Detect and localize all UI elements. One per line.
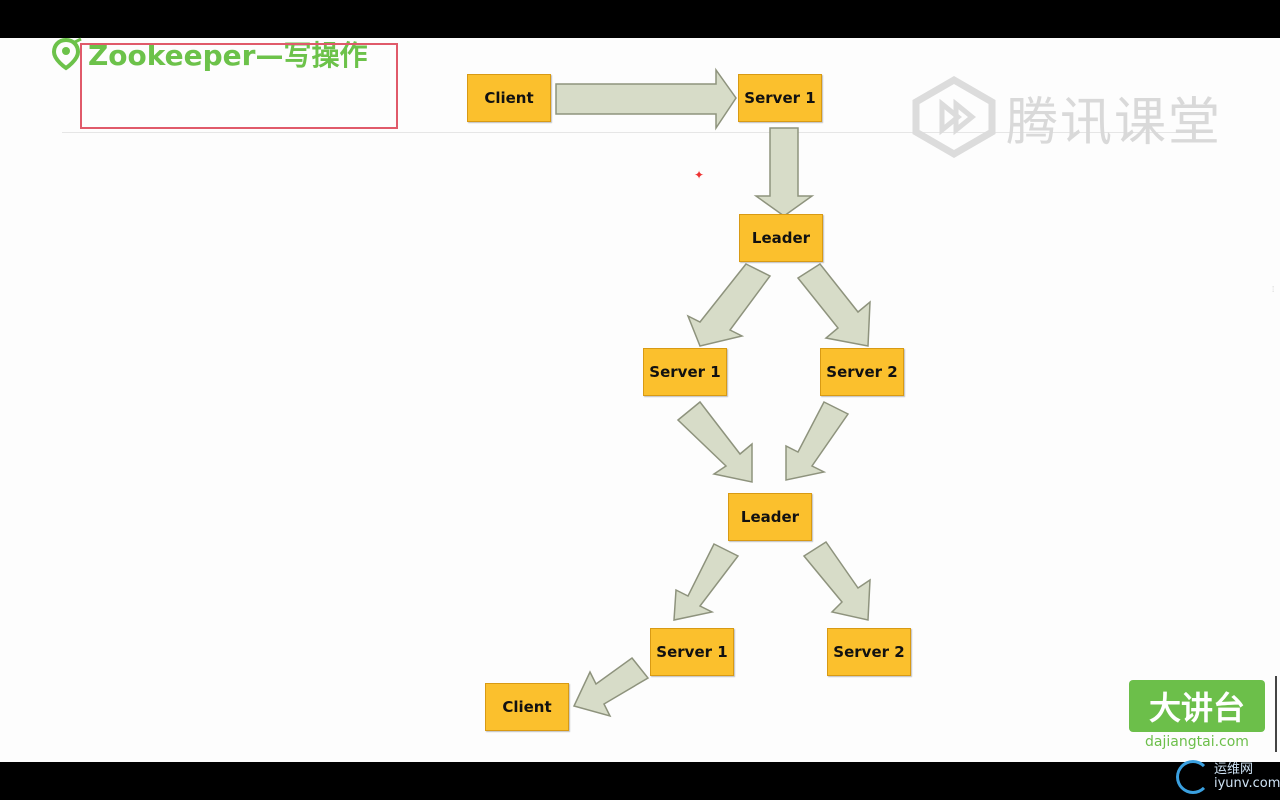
play-hexagon-icon	[912, 75, 996, 159]
iyunv-watermark: 运维网 iyunv.com	[1176, 754, 1280, 800]
node-leader-1: Leader	[739, 214, 823, 262]
node-server1-mid: Server 1	[643, 348, 727, 396]
node-client-top: Client	[467, 74, 551, 122]
location-pin-icon	[51, 37, 82, 71]
tencent-classroom-watermark: 腾讯课堂	[906, 74, 1246, 160]
arrow-server1-to-client	[572, 656, 650, 718]
arrow-server2-to-leader2	[785, 400, 850, 481]
title-divider	[62, 132, 1212, 133]
slide	[0, 38, 1280, 762]
arrow-leader2-to-server2	[802, 540, 871, 621]
node-leader-2: Leader	[728, 493, 812, 541]
scroll-marker-icon: ⁞	[1272, 285, 1275, 294]
right-edge-line	[1275, 676, 1277, 752]
arrow-leader-to-server1	[686, 263, 772, 347]
iyunv-en-text: iyunv.com	[1214, 776, 1280, 791]
video-top-bar	[0, 0, 1280, 38]
arrow-server1-to-leader	[753, 127, 815, 217]
dajiangtai-logo-text: 大讲台	[1148, 689, 1245, 727]
video-bottom-bar	[0, 762, 1280, 800]
node-server2-bot: Server 2	[827, 628, 911, 676]
node-server1-top: Server 1	[738, 74, 822, 122]
iyunv-ring-icon	[1176, 760, 1210, 794]
iyunv-cn-text: 运维网	[1214, 762, 1254, 777]
arrow-leader-to-server2	[796, 263, 871, 347]
node-client-bot: Client	[485, 683, 569, 731]
arrow-leader2-to-server1	[673, 542, 740, 621]
arrow-client-to-server1	[555, 67, 737, 131]
dajiangtai-logo: 大讲台	[1129, 680, 1265, 732]
dajiangtai-url: dajiangtai.com	[1145, 734, 1249, 750]
arrow-server1-to-leader2	[676, 400, 753, 483]
node-server2-mid: Server 2	[820, 348, 904, 396]
mouse-cursor-icon: ✦	[694, 168, 705, 182]
tencent-watermark-text: 腾讯课堂	[1006, 92, 1223, 153]
highlight-box	[80, 43, 398, 129]
node-server1-bot: Server 1	[650, 628, 734, 676]
